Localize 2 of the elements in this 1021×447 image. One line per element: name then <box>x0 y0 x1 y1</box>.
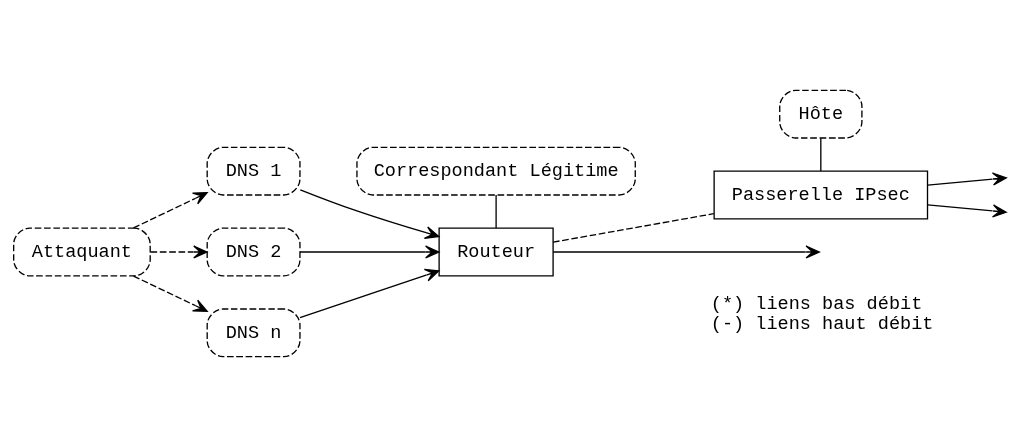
legend-label: (*) liens bas débit <box>710 294 923 316</box>
legend-label: (-) liens haut débit <box>710 314 934 336</box>
